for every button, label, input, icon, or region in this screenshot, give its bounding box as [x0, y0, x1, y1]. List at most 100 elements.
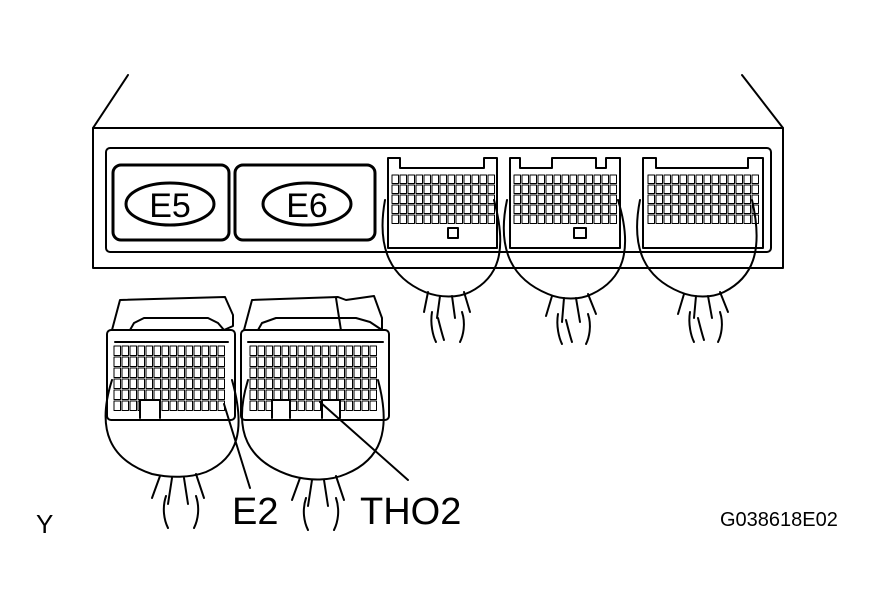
pin-cell: [553, 214, 561, 224]
pin-cell: [345, 389, 353, 400]
pin-cell: [185, 389, 193, 400]
pin-cell: [455, 184, 463, 194]
pin-cell: [529, 204, 537, 214]
pin-cell: [305, 356, 313, 367]
pin-cell: [569, 184, 577, 194]
ecu-connector-2-pins: [513, 174, 617, 224]
pin-cell: [671, 194, 679, 204]
pin-cell: [455, 204, 463, 214]
pin-cell: [719, 194, 727, 204]
pin-cell: [703, 184, 711, 194]
pin-cell: [711, 194, 719, 204]
pin-cell: [687, 184, 695, 194]
pin-cell: [369, 378, 377, 389]
pin-cell: [281, 378, 289, 389]
pin-cell: [177, 400, 185, 411]
pin-cell: [193, 400, 201, 411]
ecu-connector-1-pins: [391, 174, 495, 224]
pin-cell: [609, 214, 617, 224]
pin-cell: [201, 367, 209, 378]
pin-cell: [217, 389, 225, 400]
pin-cell: [177, 345, 185, 356]
pin-cell: [655, 184, 663, 194]
pin-cell: [447, 204, 455, 214]
pin-cell: [177, 378, 185, 389]
pin-cell: [121, 356, 129, 367]
pin-cell: [537, 174, 545, 184]
pin-cell: [423, 184, 431, 194]
pin-cell: [185, 378, 193, 389]
pin-cell: [201, 400, 209, 411]
pin-cell: [399, 184, 407, 194]
pin-cell: [431, 184, 439, 194]
pin-cell: [201, 389, 209, 400]
pin-cell: [153, 356, 161, 367]
pin-cell: [609, 194, 617, 204]
pin-cell: [161, 345, 169, 356]
pin-cell: [601, 174, 609, 184]
pin-cell: [569, 174, 577, 184]
pin-cell: [265, 345, 273, 356]
pin-cell: [577, 184, 585, 194]
pin-cell: [719, 204, 727, 214]
pin-cell: [537, 194, 545, 204]
pin-cell: [647, 184, 655, 194]
pin-cell: [593, 214, 601, 224]
figure-id: G038618E02: [720, 509, 838, 531]
pin-cell: [585, 214, 593, 224]
pin-cell: [281, 367, 289, 378]
pin-cell: [471, 194, 479, 204]
pin-cell: [337, 378, 345, 389]
pin-cell: [471, 204, 479, 214]
pin-cell: [727, 174, 735, 184]
pin-cell: [593, 194, 601, 204]
pin-cell: [521, 184, 529, 194]
pin-cell: [399, 194, 407, 204]
pin-cell: [361, 378, 369, 389]
pin-cell: [273, 378, 281, 389]
pin-cell: [679, 184, 687, 194]
pin-cell: [345, 378, 353, 389]
pin-cell: [353, 345, 361, 356]
pin-cell: [129, 367, 137, 378]
pin-cell: [431, 204, 439, 214]
pin-cell: [407, 214, 415, 224]
pin-cell: [601, 204, 609, 214]
pin-cell: [345, 400, 353, 411]
pin-cell: [329, 356, 337, 367]
pin-cell: [265, 389, 273, 400]
pin-cell: [297, 345, 305, 356]
pin-cell: [399, 204, 407, 214]
pin-cell: [161, 378, 169, 389]
pin-cell: [337, 367, 345, 378]
pin-cell: [297, 356, 305, 367]
pin-cell: [297, 389, 305, 400]
pin-cell: [487, 174, 495, 184]
pin-cell: [593, 174, 601, 184]
pin-cell: [703, 214, 711, 224]
pin-cell: [447, 174, 455, 184]
pin-cell: [743, 194, 751, 204]
pin-cell: [703, 204, 711, 214]
pin-cell: [145, 356, 153, 367]
callout-e2: E2: [232, 491, 278, 533]
tho2-leader-line: [319, 401, 409, 481]
pin-cell: [663, 174, 671, 184]
pin-cell: [361, 345, 369, 356]
pin-cell: [561, 194, 569, 204]
pin-cell: [353, 389, 361, 400]
e2-leader-line: [223, 403, 251, 489]
ecu-connector-3-pins: [647, 174, 759, 224]
pin-cell: [431, 214, 439, 224]
pin-cell: [471, 174, 479, 184]
pin-cell: [361, 367, 369, 378]
pin-cell: [217, 356, 225, 367]
pin-cell: [209, 356, 217, 367]
pin-cell: [313, 367, 321, 378]
socket-e6: E6: [233, 163, 377, 242]
pin-cell: [297, 400, 305, 411]
pin-cell: [679, 174, 687, 184]
pin-cell: [679, 214, 687, 224]
pin-cell: [353, 356, 361, 367]
pin-cell: [185, 400, 193, 411]
